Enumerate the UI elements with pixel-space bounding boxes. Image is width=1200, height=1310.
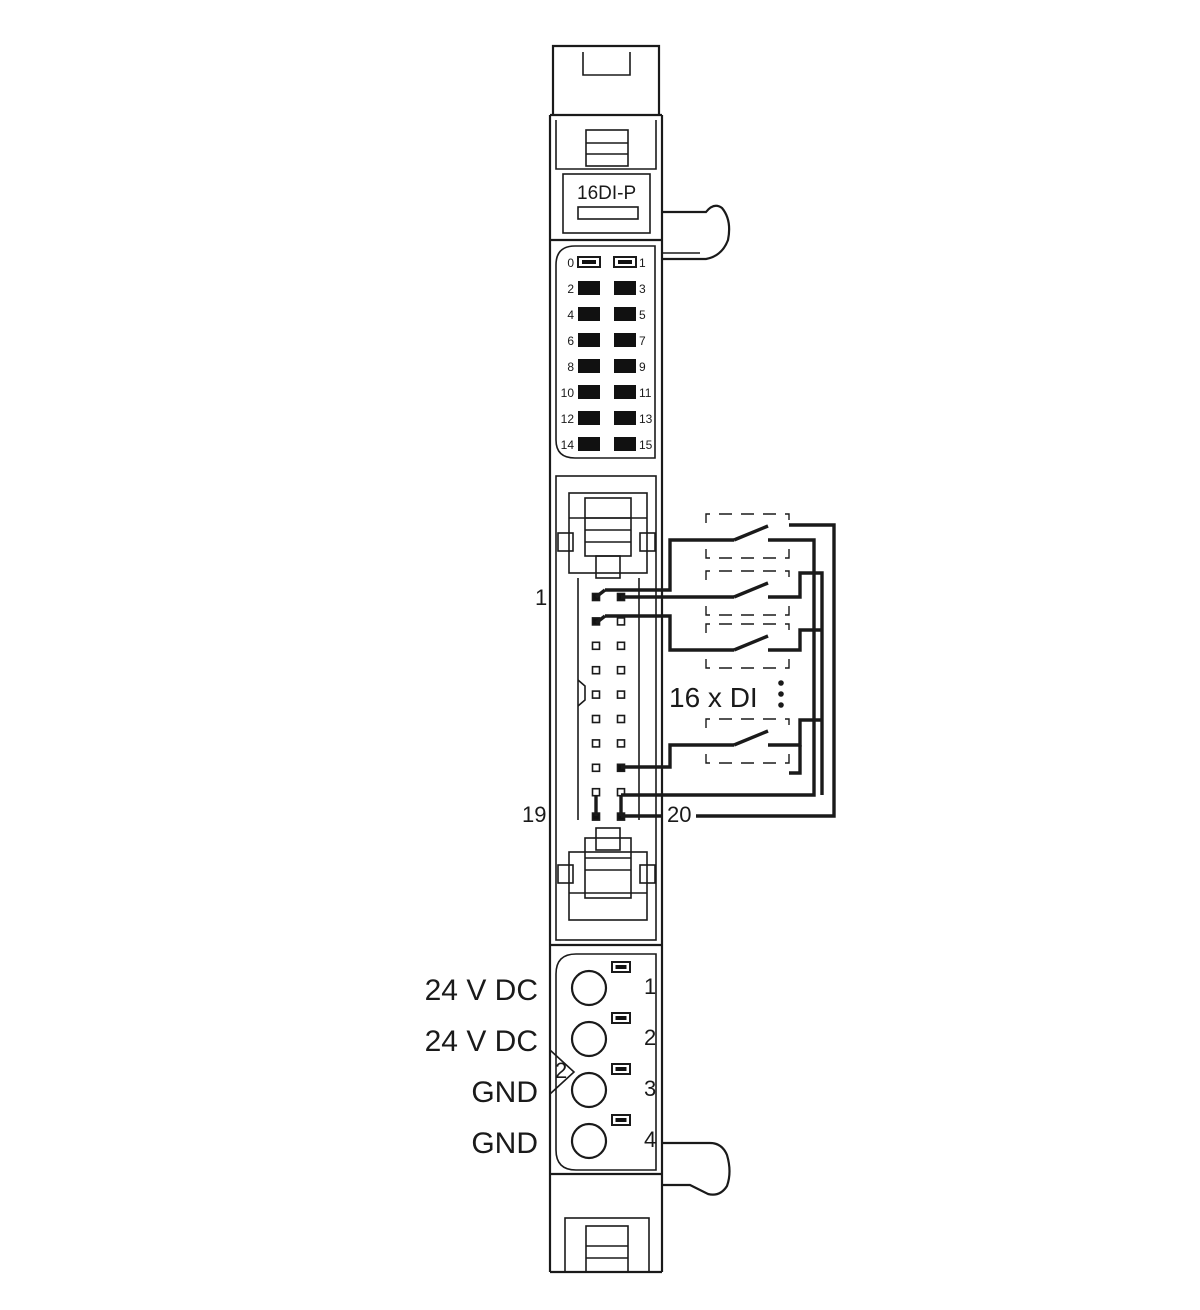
led-indicator — [614, 281, 636, 295]
led-label: 10 — [561, 386, 575, 400]
connector-pin — [616, 641, 626, 651]
top-latch — [550, 44, 662, 117]
led-indicator — [578, 333, 600, 347]
power-terminal: GND 4 — [471, 1114, 656, 1160]
power-panel — [555, 953, 657, 1171]
power-signal-label: 24 V DC — [425, 974, 538, 1007]
input-switch — [705, 623, 790, 669]
wiring — [594, 523, 836, 818]
led-indicator — [614, 385, 636, 399]
bridge-label: 2 — [555, 1058, 567, 1083]
terminal-number: 4 — [644, 1127, 656, 1152]
input-switches — [705, 513, 790, 764]
led-indicator — [578, 411, 600, 425]
lower-side-clip — [662, 1141, 731, 1196]
terminal-socket — [570, 1122, 608, 1160]
connector-pin — [591, 641, 601, 651]
terminal-socket — [570, 1071, 608, 1109]
led-label: 5 — [639, 308, 646, 322]
connector-pin — [591, 665, 601, 675]
power-terminal: 24 V DC 1 — [425, 961, 656, 1007]
power-terminal: GND 3 — [471, 1063, 656, 1109]
pin-label-19: 19 — [522, 802, 546, 827]
pin-label-20: 20 — [667, 802, 691, 827]
terminal-socket — [570, 969, 608, 1007]
head-cap — [555, 120, 657, 234]
led-label: 14 — [561, 438, 575, 452]
bridge-marker — [549, 1049, 576, 1095]
led-indicator — [614, 359, 636, 373]
connector-pin — [616, 714, 626, 724]
connector-pin — [591, 763, 601, 773]
power-signal-label: 24 V DC — [425, 1025, 538, 1058]
led-indicator — [614, 333, 636, 347]
model-label: 16DI-P — [577, 183, 636, 204]
input-switch — [705, 513, 790, 559]
power-signal-label: GND — [471, 1127, 538, 1160]
led-label: 13 — [639, 412, 653, 426]
connector-pin — [591, 714, 601, 724]
input-switch — [705, 718, 790, 764]
terminal-number: 1 — [644, 974, 656, 999]
led-indicator — [614, 437, 636, 451]
connector-pin — [616, 665, 626, 675]
module-housing — [548, 115, 664, 1274]
connector-pin — [591, 739, 601, 748]
led-label: 0 — [567, 256, 574, 270]
led-label: 6 — [567, 334, 574, 348]
led-label: 12 — [561, 412, 575, 426]
connector-pins — [591, 592, 626, 821]
input-switch — [705, 570, 790, 616]
led-label: 11 — [639, 386, 652, 400]
led-label: 3 — [639, 282, 646, 296]
led-indicator — [578, 437, 600, 451]
led-indicator — [578, 281, 600, 295]
continuation-dots — [778, 680, 784, 708]
connector-pin — [591, 690, 601, 699]
connector-pin — [616, 617, 626, 626]
connector-pin — [616, 690, 626, 699]
upper-side-clip — [662, 204, 731, 261]
led-indicator — [578, 385, 600, 399]
pin-label-1: 1 — [535, 585, 547, 610]
led-label: 9 — [639, 360, 646, 374]
terminal-number: 2 — [644, 1025, 656, 1050]
led-indicator — [578, 359, 600, 373]
bottom-latch — [564, 1217, 650, 1273]
led-indicator — [614, 411, 636, 425]
led-indicator — [614, 307, 636, 321]
terminal-number: 3 — [644, 1076, 656, 1101]
led-label: 2 — [567, 282, 574, 296]
connector-pin — [591, 787, 601, 797]
led-label: 7 — [639, 334, 646, 348]
led-label: 1 — [639, 256, 646, 270]
led-indicator — [578, 307, 600, 321]
inputs-label: 16 x DI — [669, 682, 758, 713]
led-label: 8 — [567, 360, 574, 374]
led-label: 15 — [639, 438, 653, 452]
terminal-socket — [570, 1020, 608, 1058]
power-terminal: 24 V DC 2 — [425, 1012, 656, 1058]
led-panel — [555, 245, 656, 459]
connector-pin — [616, 739, 626, 748]
power-signal-label: GND — [471, 1076, 538, 1109]
connector-frame — [555, 475, 657, 941]
led-label: 4 — [567, 308, 574, 322]
